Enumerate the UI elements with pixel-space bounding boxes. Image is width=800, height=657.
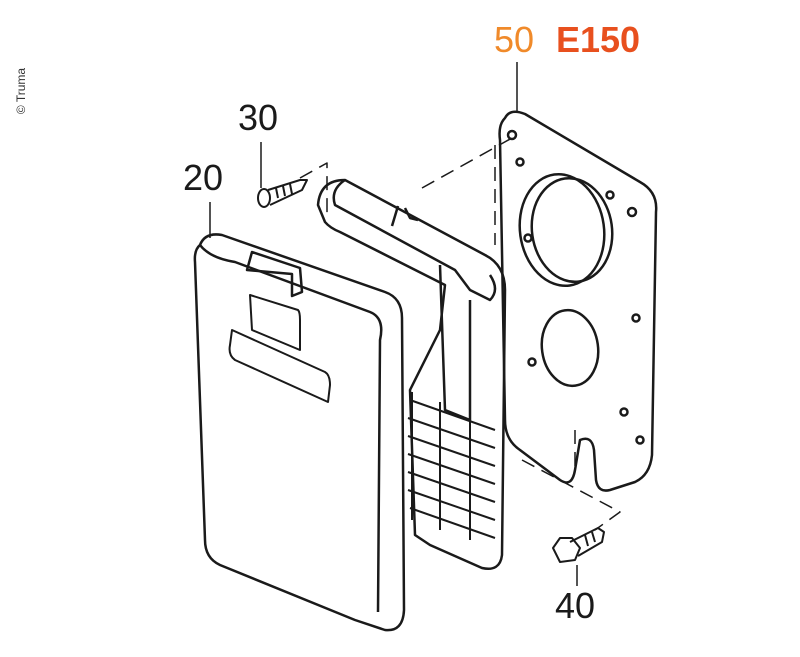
front-cover	[193, 233, 406, 632]
screw	[257, 179, 308, 208]
part-label-30: 30	[238, 97, 279, 138]
part-label-20: 20	[183, 157, 224, 198]
part-label-40: 40	[555, 585, 596, 626]
part-label-50: 50	[494, 19, 535, 60]
hex-bolt	[552, 527, 605, 563]
leader-lines	[209, 62, 578, 586]
mounting-plate	[498, 110, 658, 492]
model-label: E150	[556, 19, 641, 60]
grille-frame	[316, 178, 507, 570]
